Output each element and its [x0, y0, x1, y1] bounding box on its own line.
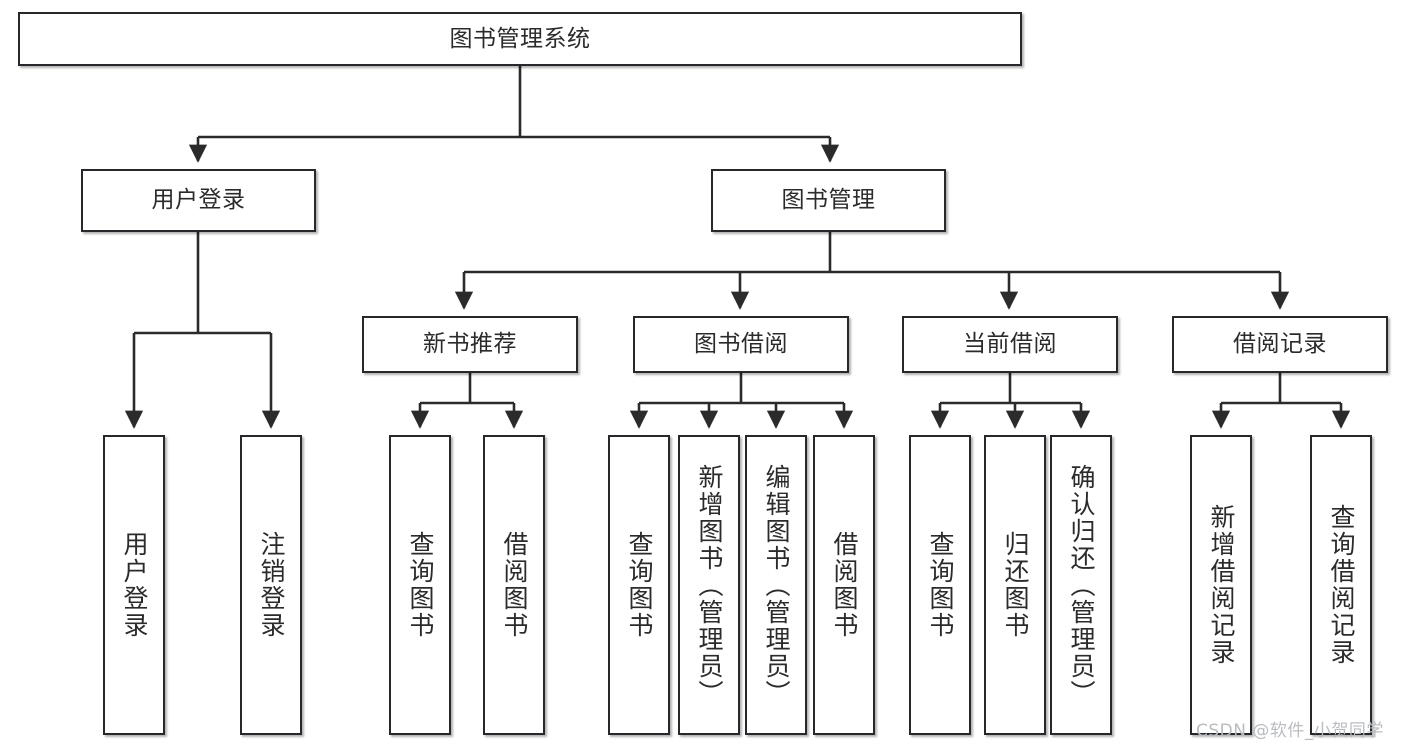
node-leaf-query-book-3[interactable]: 查询图书: [909, 435, 971, 735]
node-leaf-add-record[interactable]: 新增借阅记录: [1190, 435, 1252, 735]
node-leaf-confirm-return-label: 确认归还（管理员）: [1067, 463, 1096, 707]
node-leaf-user-logout-label: 注销登录: [257, 531, 286, 639]
node-leaf-add-record-label: 新增借阅记录: [1207, 504, 1236, 666]
node-leaf-add-book-label: 新增图书（管理员）: [695, 463, 724, 707]
node-new-book-recommend-label: 新书推荐: [423, 331, 517, 357]
node-leaf-edit-book[interactable]: 编辑图书（管理员）: [745, 435, 807, 735]
node-leaf-return-book-label: 归还图书: [1001, 531, 1030, 639]
node-leaf-user-login-label: 用户登录: [120, 531, 149, 639]
node-borrow-record[interactable]: 借阅记录: [1172, 316, 1388, 373]
node-leaf-user-logout[interactable]: 注销登录: [240, 435, 302, 735]
node-leaf-add-book[interactable]: 新增图书（管理员）: [678, 435, 740, 735]
node-leaf-query-record[interactable]: 查询借阅记录: [1310, 435, 1372, 735]
node-root-label: 图书管理系统: [449, 25, 591, 52]
node-leaf-query-book-3-label: 查询图书: [926, 531, 955, 639]
node-current-borrow[interactable]: 当前借阅: [902, 316, 1118, 373]
node-current-borrow-label: 当前借阅: [963, 331, 1057, 357]
node-leaf-confirm-return[interactable]: 确认归还（管理员）: [1050, 435, 1112, 735]
node-book-borrow[interactable]: 图书借阅: [633, 316, 849, 373]
node-leaf-query-book-2[interactable]: 查询图书: [608, 435, 670, 735]
node-leaf-return-book[interactable]: 归还图书: [984, 435, 1046, 735]
node-new-book-recommend[interactable]: 新书推荐: [362, 316, 578, 373]
node-borrow-record-label: 借阅记录: [1233, 331, 1327, 357]
node-leaf-borrow-book-1[interactable]: 借阅图书: [483, 435, 545, 735]
node-leaf-borrow-book-2-label: 借阅图书: [830, 531, 859, 639]
node-book-borrow-label: 图书借阅: [694, 331, 788, 357]
node-root[interactable]: 图书管理系统: [18, 12, 1022, 66]
node-book-manage[interactable]: 图书管理: [711, 169, 946, 232]
node-leaf-user-login[interactable]: 用户登录: [103, 435, 165, 735]
node-leaf-borrow-book-1-label: 借阅图书: [500, 531, 529, 639]
node-leaf-query-book-1[interactable]: 查询图书: [389, 435, 451, 735]
csdn-watermark: CSDN @软件_小贺同学: [1196, 721, 1384, 741]
node-user-login-label: 用户登录: [151, 187, 246, 213]
node-leaf-borrow-book-2[interactable]: 借阅图书: [813, 435, 875, 735]
node-user-login[interactable]: 用户登录: [81, 169, 316, 232]
node-leaf-query-record-label: 查询借阅记录: [1327, 504, 1356, 666]
node-book-manage-label: 图书管理: [781, 187, 876, 213]
node-leaf-edit-book-label: 编辑图书（管理员）: [762, 463, 791, 707]
node-leaf-query-book-2-label: 查询图书: [625, 531, 654, 639]
node-leaf-query-book-1-label: 查询图书: [406, 531, 435, 639]
